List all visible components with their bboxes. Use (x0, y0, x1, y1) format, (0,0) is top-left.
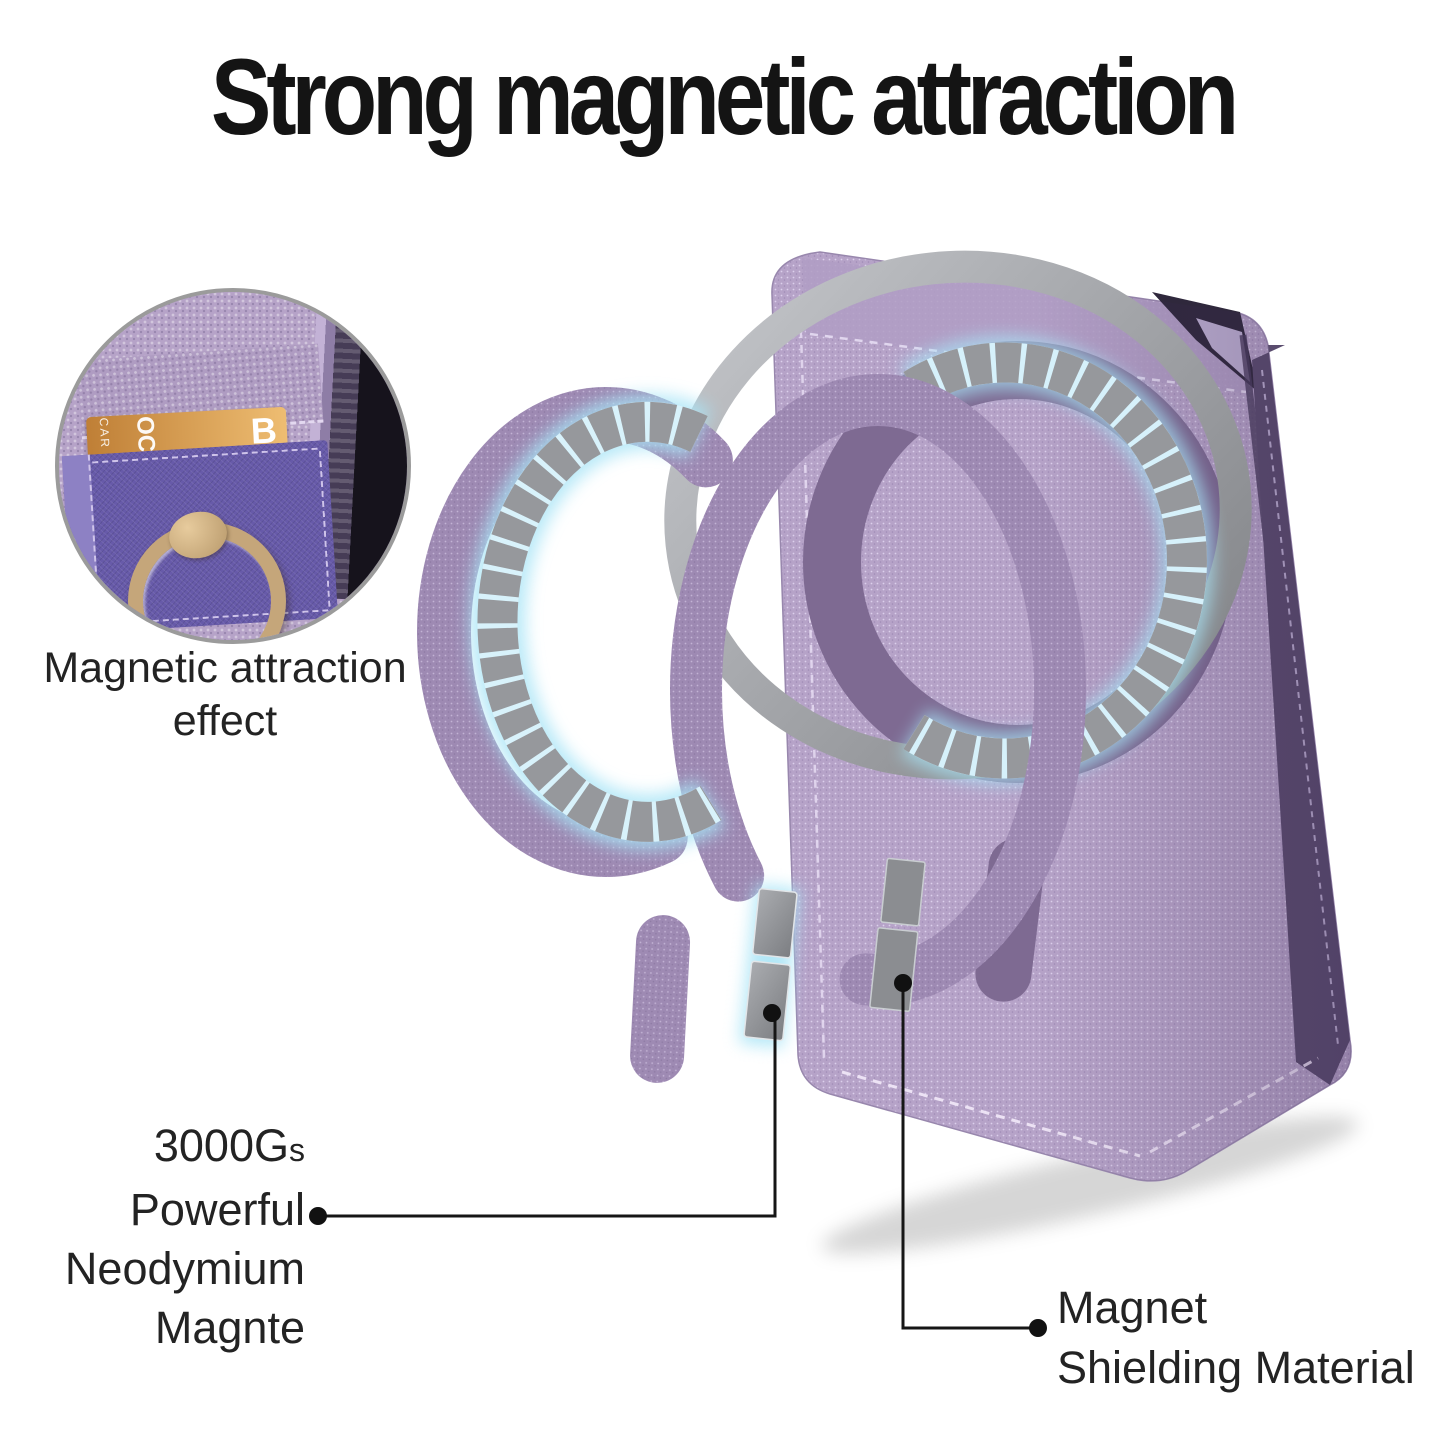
magnet-bar-floating-top (752, 888, 798, 959)
callout-strength-line2: Powerful (129, 1184, 305, 1235)
detail-inset-circle: B OC CAR (55, 288, 411, 644)
callout-strength-line1: 3000Gs (153, 1120, 305, 1171)
magsafe-sticker-pill (630, 915, 691, 1083)
page-title: Strong magnetic attraction (210, 36, 1239, 157)
leader-dots (309, 974, 1047, 1337)
callout-strength-line4: Magnte (154, 1302, 305, 1353)
magnet-bars-floating (739, 884, 800, 1048)
magnet-bar-case-top (880, 857, 926, 927)
inset-caption: Magnetic attraction effect (20, 642, 430, 748)
callout-strength-suffix: s (289, 1132, 305, 1168)
leader-lines (318, 983, 1038, 1330)
magnet-bar-case-bottom (869, 927, 919, 1012)
leader-magnet-strength (318, 1013, 777, 1218)
callout-shielding: Magnet Shielding Material (1057, 1278, 1445, 1398)
callout-strength-line3: Neodymium (64, 1243, 305, 1294)
callout-shielding-line2: Shielding Material (1057, 1342, 1415, 1393)
callout-shielding-line1: Magnet (1057, 1282, 1208, 1333)
leader-shielding (901, 983, 1038, 1330)
magnet-bars-on-case (869, 857, 926, 1012)
case-shadow (821, 1116, 1359, 1254)
inset-caption-line1: Magnetic attraction (43, 644, 407, 692)
inset-caption-line2: effect (172, 697, 278, 745)
leader-dot-shielding-text (1029, 1319, 1047, 1337)
leader-dot-strength-text (309, 1207, 327, 1225)
leader-dot-strength-target (763, 1004, 781, 1022)
magnet-bar-floating-bottom (743, 960, 792, 1042)
magnet-segment-ring-front (469, 393, 726, 850)
card-side-text: OC (130, 415, 160, 453)
leader-dot-shielding-target (894, 974, 912, 992)
callout-magnet-strength: 3000Gs Powerful Neodymium Magnte (40, 1116, 305, 1357)
card-side-text-small: CAR (96, 417, 113, 450)
